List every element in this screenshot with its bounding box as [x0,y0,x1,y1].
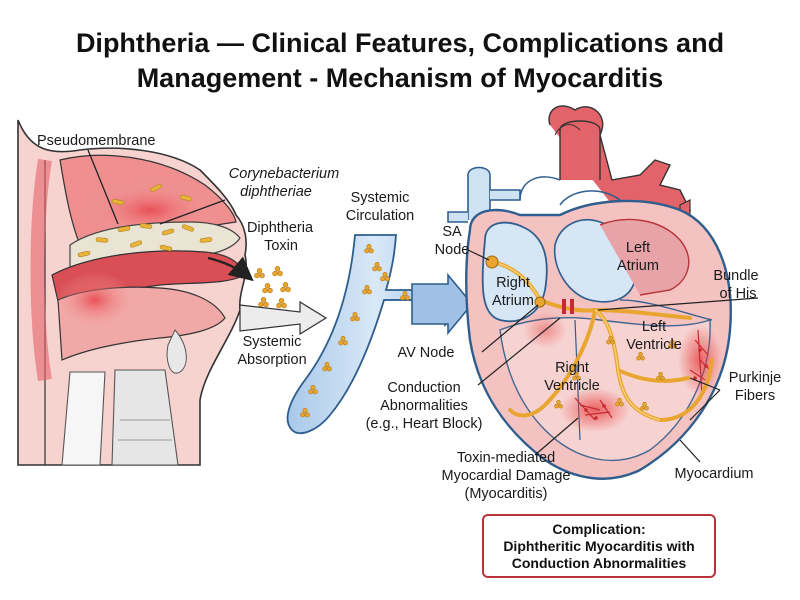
label-pseudomembrane: Pseudomembrane [37,133,156,149]
label-damage-2: Myocardial Damage [442,468,571,484]
complication-line-3: Conduction Abnormalities [511,554,687,571]
label-toxin-1: Diphtheria [247,220,314,236]
label-left-atrium-2: Atrium [617,258,659,274]
leader-lines [467,249,759,463]
label-systemic-circulation-1: Systemic [351,190,410,206]
label-right-atrium-1: Right [496,275,530,291]
page-title-line-1: Diphtheria — Clinical Features, Complica… [75,28,725,58]
label-conduction-3: (e.g., Heart Block) [366,416,483,432]
label-left-ventricle-1: Left [642,319,666,335]
label-left-ventricle-2: Ventricle [626,337,682,353]
toxin-release-arrow [207,256,254,282]
label-right-atrium-2: Atrium [492,293,534,309]
label-left-atrium-1: Left [626,240,650,256]
label-toxin-2: Toxin [264,238,298,254]
pseudomembrane-leader [87,149,119,225]
circulation-to-heart-arrow [411,272,474,336]
label-conduction-2: Abnormalities [380,398,468,414]
label-bundle-of-his-2: of His [719,286,756,302]
label-damage-3: (Myocarditis) [465,486,548,502]
label-bacterium-1: Corynebacterium [229,166,339,182]
systemic-absorption-arrow [239,300,328,336]
label-sa-node-1: SA [442,224,462,240]
blood-vessel [286,234,474,435]
label-systemic-circulation-2: Circulation [346,208,415,224]
label-bacterium-2: diphtheriae [240,184,312,200]
complication-line-1: Complication: [552,520,646,537]
label-myocardium: Myocardium [675,466,754,482]
label-systemic-absorption-2: Absorption [237,352,306,368]
label-right-ventricle-2: Ventricle [544,378,600,394]
complication-box: Complication: Diphtheritic Myocarditis w… [482,514,716,578]
throat-cross-section [17,119,247,466]
label-systemic-absorption-1: Systemic [243,334,302,350]
bacterium-leader [159,199,226,225]
toxin-particles [254,266,291,309]
label-sa-node-2: Node [435,242,470,258]
label-conduction-1: Conduction [387,380,460,396]
heart [447,105,732,480]
complication-line-2: Diphtheritic Myocarditis with [503,537,695,554]
label-purkinje-2: Fibers [735,388,775,404]
label-bundle-of-his-1: Bundle [713,268,758,284]
diagram-labels: Pseudomembrane Corynebacterium diphtheri… [37,133,781,502]
label-purkinje-1: Purkinje [729,370,781,386]
label-av-node: AV Node [398,345,455,361]
label-right-ventricle-1: Right [555,360,589,376]
page-title-line-2: Management - Mechanism of Myocarditis [136,63,664,93]
label-damage-1: Toxin-mediated [457,450,555,466]
